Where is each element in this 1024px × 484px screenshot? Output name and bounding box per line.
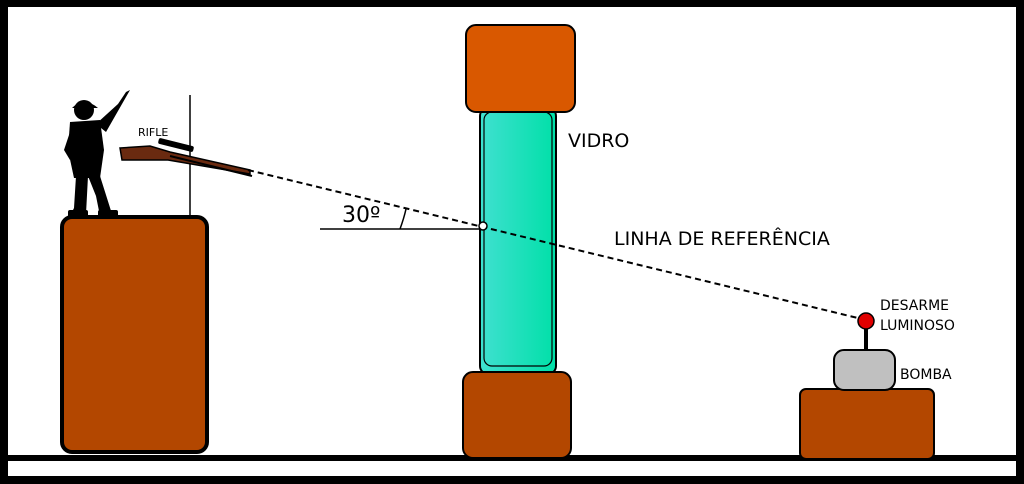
glass-top-cap: [465, 24, 576, 113]
incidence-point: [478, 221, 488, 231]
glass-base: [462, 371, 572, 459]
bomb: [833, 349, 896, 391]
glass-label: VIDRO: [568, 130, 629, 152]
light-defuse-label-line1: DESARME: [880, 298, 949, 314]
left-pedestal: [60, 215, 209, 454]
rifle-label: RIFLE: [138, 126, 168, 139]
reference-line-label: LINHA DE REFERÊNCIA: [614, 227, 830, 250]
light-defuse-label-line2: LUMINOSO: [880, 318, 955, 334]
angle-label: 30º: [342, 203, 380, 228]
angle-arc: [399, 208, 407, 230]
light-sensor: [857, 312, 875, 330]
glass-column: [462, 24, 576, 459]
bomb-label: BOMBA: [900, 367, 952, 383]
bomb-pedestal: [799, 388, 935, 460]
rifle: [119, 138, 253, 177]
soldier-silhouette: [64, 90, 130, 218]
sight-line: [247, 169, 867, 321]
